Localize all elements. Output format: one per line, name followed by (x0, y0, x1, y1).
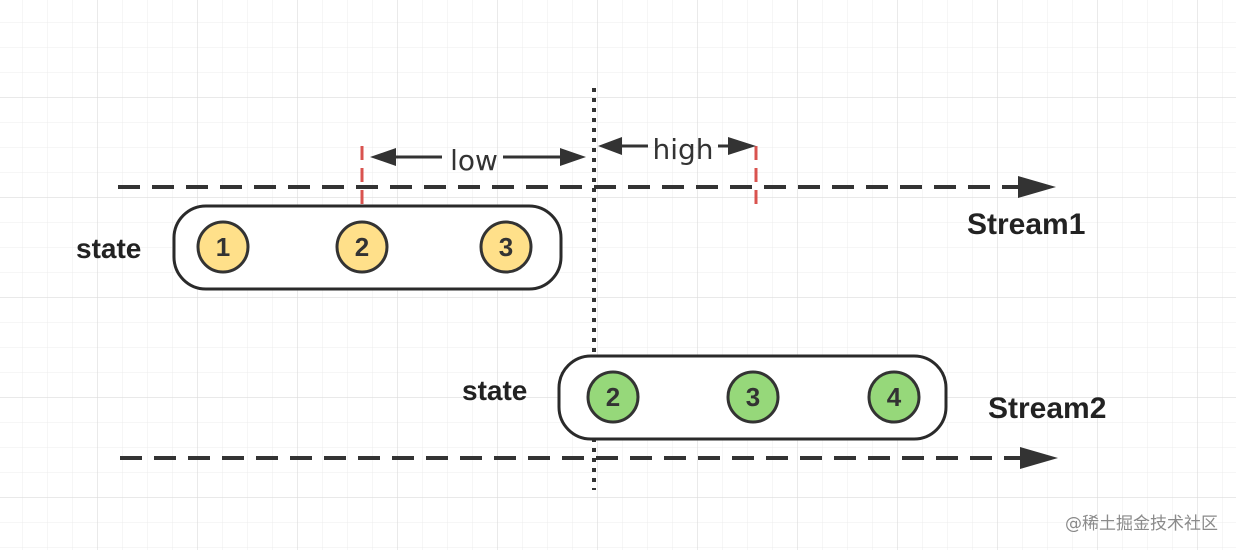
stream2-node-4: 4 (867, 370, 921, 424)
stream2-node-2-label: 2 (606, 382, 620, 412)
stream2-label: Stream2 (988, 392, 1106, 425)
stream2-node-2: 2 (586, 370, 640, 424)
stream1-node-2: 2 (335, 220, 389, 274)
low-interval: low (370, 144, 586, 177)
high-interval: high (598, 133, 756, 166)
stream2-node-4-label: 4 (887, 382, 902, 412)
stream1-state-label: state (76, 233, 141, 264)
stream2-node-3-label: 3 (746, 382, 760, 412)
stream2-state-label: state (462, 375, 527, 406)
stream1-arrowhead (1018, 176, 1056, 198)
low-label: low (450, 144, 498, 177)
stream2-arrowhead (1020, 447, 1058, 469)
stream1-timeline (118, 176, 1056, 198)
stream1-node-3: 3 (479, 220, 533, 274)
stream1-node-3-label: 3 (499, 232, 513, 262)
watermark: @稀土掘金技术社区 (1065, 514, 1218, 534)
high-label: high (652, 133, 713, 166)
stream2-timeline (120, 447, 1058, 469)
stream1-state: state 1 2 3 (76, 204, 563, 291)
stream1-node-1: 1 (196, 220, 250, 274)
stream1-node-1-label: 1 (216, 232, 230, 262)
stream1-label: Stream1 (967, 208, 1085, 241)
stream2-node-3: 3 (726, 370, 780, 424)
stream2-state: state 2 3 4 (462, 354, 948, 441)
stream1-node-2-label: 2 (355, 232, 369, 262)
